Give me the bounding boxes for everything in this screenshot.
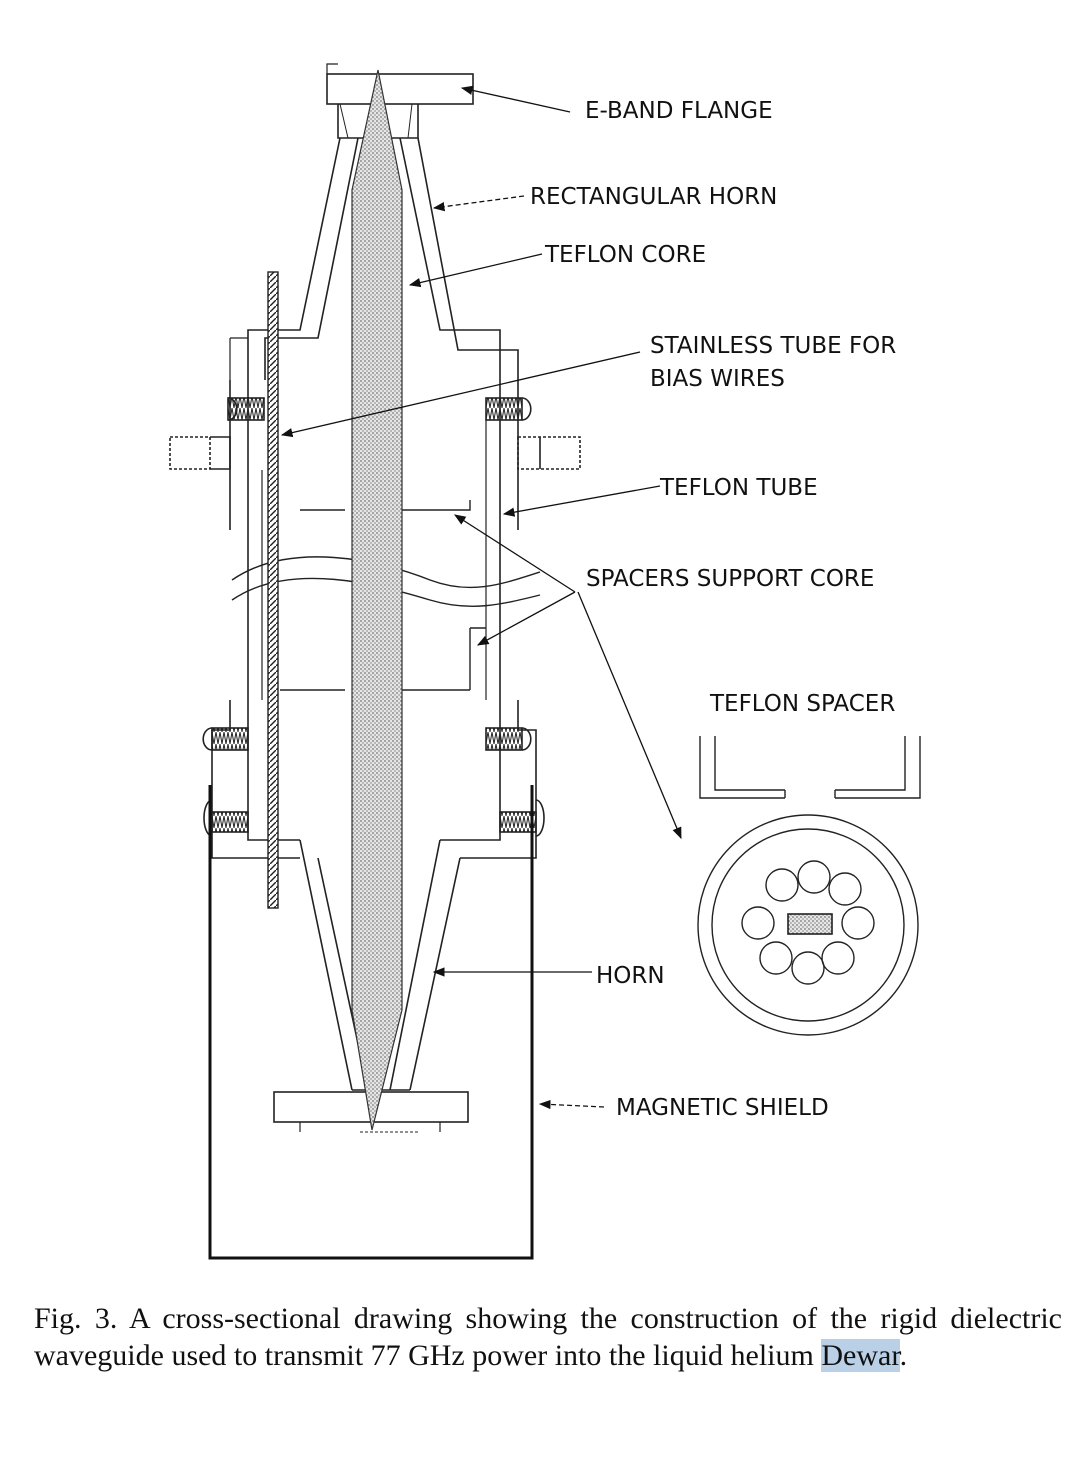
caption-highlighted-word[interactable]: Dewar	[821, 1339, 900, 1372]
label-stainless-tube-line2: BIAS WIRES	[650, 366, 785, 392]
diagram-labels: E-BAND FLANGE RECTANGULAR HORN TEFLON CO…	[530, 98, 896, 1121]
waveguide-drawing	[169, 63, 581, 1260]
figure-caption: Fig. 3. A cross-sectional drawing showin…	[34, 1300, 1062, 1374]
label-rectangular-horn: RECTANGULAR HORN	[530, 184, 777, 210]
middle-housing	[227, 380, 541, 700]
leader-lines	[280, 85, 682, 1110]
label-horn: HORN	[596, 963, 665, 989]
label-teflon-core: TEFLON CORE	[544, 242, 706, 268]
caption-text: Fig. 3. A cross-sectional drawing showin…	[34, 1302, 1062, 1372]
label-stainless-tube-line1: STAINLESS TUBE FOR	[650, 333, 896, 359]
teflon-spacer-detail	[697, 736, 921, 1036]
top-flange	[326, 63, 474, 139]
caption-end: .	[899, 1339, 908, 1372]
label-teflon-spacer: TEFLON SPACER	[709, 691, 895, 717]
spacers	[280, 500, 486, 691]
label-spacers-support-core: SPACERS SUPPORT CORE	[586, 566, 874, 592]
magnetic-shield	[208, 785, 534, 1260]
lower-housing	[202, 700, 545, 859]
label-magnetic-shield: MAGNETIC SHIELD	[616, 1095, 829, 1121]
label-teflon-tube: TEFLON TUBE	[659, 475, 818, 501]
teflon-core	[351, 69, 403, 1131]
waveguide-diagram: E-BAND FLANGE RECTANGULAR HORN TEFLON CO…	[169, 63, 921, 1260]
label-e-band-flange: E-BAND FLANGE	[585, 98, 773, 124]
stainless-tube	[267, 271, 279, 909]
